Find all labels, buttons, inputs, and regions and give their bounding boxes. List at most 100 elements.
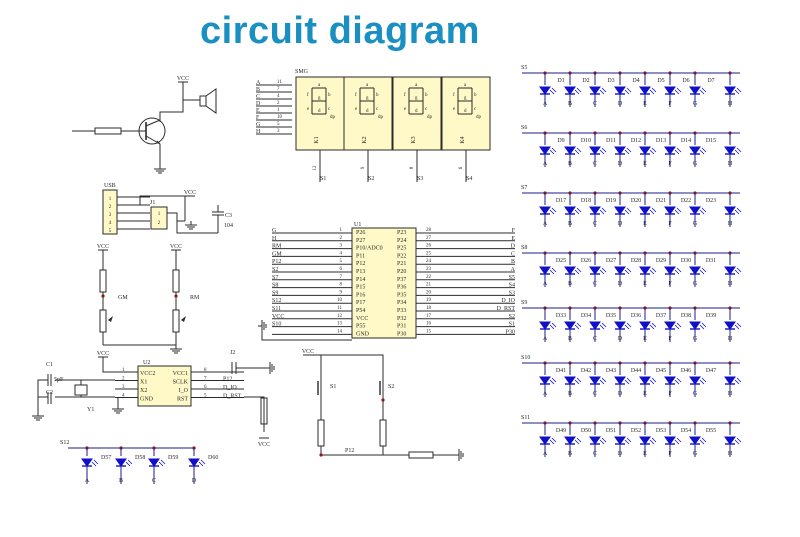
wire [701, 87, 707, 93]
pin-net-label: E [256, 108, 260, 114]
digit-line-label: S4 [466, 176, 472, 182]
wire [701, 267, 707, 273]
led [689, 206, 707, 215]
column-label: G [693, 451, 698, 457]
led [589, 321, 607, 330]
wire [699, 149, 705, 155]
led-triangle [614, 86, 626, 95]
led-designator: D12 [631, 138, 641, 144]
rm-label: RM [190, 295, 200, 301]
wire [601, 147, 607, 153]
led-triangle [564, 146, 576, 155]
vcc-terminal: VCC [170, 244, 182, 251]
led [564, 376, 582, 385]
led-triangle [539, 86, 551, 95]
wire [551, 87, 557, 93]
pin-number: 7 [340, 275, 343, 280]
wire [599, 439, 605, 445]
led [564, 436, 582, 445]
led [539, 321, 557, 330]
wire [624, 89, 630, 95]
segment-letter: a [464, 83, 467, 88]
column-label: H [728, 451, 733, 457]
pin-name: P10/ADC0 [356, 246, 383, 252]
wire [734, 149, 740, 155]
wire [37, 379, 48, 412]
wire [574, 269, 580, 275]
led-designator: D23 [706, 198, 716, 204]
led [589, 436, 607, 445]
led-triangle [639, 436, 651, 445]
led [689, 146, 707, 155]
c1-label: C1 [46, 362, 53, 368]
sensor [99, 309, 107, 333]
segment-letter: g [464, 96, 467, 101]
led-designator: D30 [681, 258, 691, 264]
wire [674, 379, 680, 385]
led-designator: D2 [582, 78, 589, 84]
column-label: H [728, 101, 733, 107]
led-matrix: S5AD1BD2CD3DD4ED5FD6GD7HS6AD9BD10CD11DD1… [521, 65, 742, 457]
wire [651, 87, 657, 93]
wire [601, 207, 607, 213]
pin-number: 4 [340, 251, 343, 256]
led-triangle [589, 321, 601, 330]
led-designator: D58 [135, 455, 145, 461]
led [589, 86, 607, 95]
column-label: A [543, 101, 548, 107]
wire [125, 461, 131, 467]
pin-name: P16 [356, 292, 365, 298]
pin-number: 5 [277, 122, 280, 127]
column-label: F [668, 221, 672, 227]
led-triangle [724, 146, 736, 155]
led-triangle [724, 86, 736, 95]
led [614, 266, 632, 275]
led-triangle [115, 458, 127, 467]
net-label: S2 [272, 267, 278, 273]
vcc-label: VCC [184, 190, 196, 196]
wire [599, 269, 605, 275]
wire [651, 267, 657, 273]
led-triangle [614, 376, 626, 385]
led-designator: D18 [581, 198, 591, 204]
led [589, 376, 607, 385]
led [148, 458, 166, 467]
segment-letter: f [453, 93, 455, 98]
wire [167, 212, 218, 234]
led-triangle [639, 86, 651, 95]
column-label: F [668, 101, 672, 107]
wire [676, 147, 682, 153]
wire [156, 140, 161, 145]
led-triangle [564, 321, 576, 330]
wire [624, 439, 630, 445]
led-triangle [724, 206, 736, 215]
led [589, 146, 607, 155]
rtc-body [137, 365, 192, 407]
segment-letter: c [425, 107, 428, 112]
led-triangle [539, 436, 551, 445]
segment-letter: c [474, 107, 477, 112]
segment-letter: f [355, 93, 357, 98]
wire [699, 324, 705, 330]
led-triangle [148, 458, 160, 467]
pin-number: 1 [122, 368, 125, 373]
ground-symbol [32, 412, 44, 421]
led-designator: D42 [581, 368, 591, 374]
ic-name: U2 [143, 360, 150, 366]
column-label: G [693, 336, 698, 342]
row-label: S10 [521, 355, 530, 361]
wire [549, 149, 555, 155]
segment-letter: e [453, 107, 456, 112]
segment-letter: f [404, 93, 406, 98]
wire [649, 149, 655, 155]
column-label: F [668, 391, 672, 397]
led [639, 321, 657, 330]
wire [576, 267, 582, 273]
junction-dot [174, 294, 178, 298]
wire [551, 147, 557, 153]
pin-number: 18 [426, 306, 432, 311]
